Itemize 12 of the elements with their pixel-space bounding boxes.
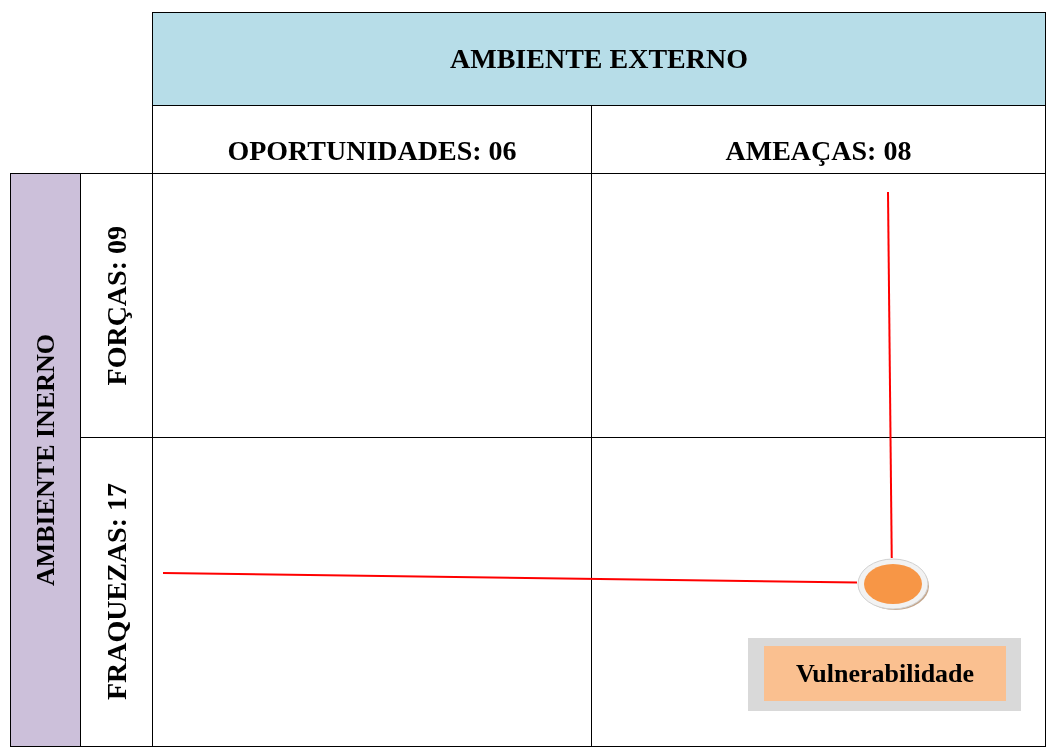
matrix-cell	[591, 437, 1046, 747]
connector-line	[887, 191, 893, 559]
connector-line	[162, 572, 858, 584]
marker-ellipse	[856, 557, 930, 611]
row-title: FRAQUEZAS: 17	[100, 483, 133, 701]
column-title: AMEAÇAS: 08	[725, 135, 912, 167]
column-title: OPORTUNIDADES: 06	[227, 135, 517, 167]
header-title: AMBIENTE EXTERNO	[450, 43, 748, 75]
note-text: Vulnerabilidade	[795, 658, 975, 689]
row-title: AMBIENTE INERNO	[30, 333, 61, 587]
row-title: FORÇAS: 09	[100, 225, 133, 386]
note-box	[748, 638, 1021, 711]
